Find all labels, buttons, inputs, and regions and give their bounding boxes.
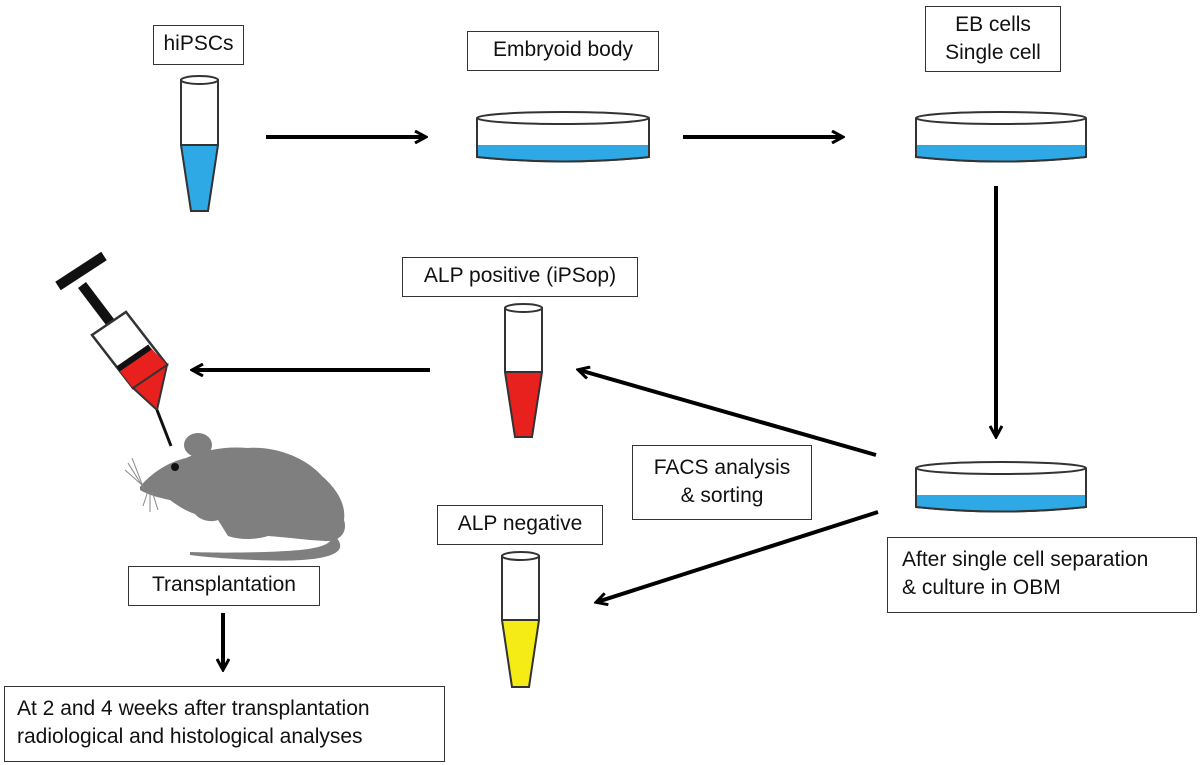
hipscs-tube-icon xyxy=(180,75,219,212)
culture-obm-label: After single cell separation & culture i… xyxy=(887,537,1197,613)
transplantation-label: Transplantation xyxy=(128,566,320,606)
mouse-body xyxy=(140,447,346,542)
embryoid-body-dish-icon xyxy=(476,111,650,163)
hipscs-label: hiPSCs xyxy=(153,25,244,65)
mouse-tail xyxy=(190,532,341,561)
analysis-label: At 2 and 4 weeks after transplantation r… xyxy=(4,686,445,762)
alp-negative-label: ALP negative xyxy=(437,505,603,545)
eb-cells-dish-icon xyxy=(915,111,1087,163)
mouse-icon xyxy=(124,433,346,561)
syringe-plunger-handle xyxy=(55,251,107,291)
syringe-tip xyxy=(131,362,169,412)
syringe-fill xyxy=(118,347,167,388)
mouse-eye xyxy=(171,463,179,471)
mouse-whiskers xyxy=(124,457,159,512)
embryoid-medium xyxy=(478,145,648,161)
flow-arrows xyxy=(193,137,996,669)
embryoid-body-label: Embryoid body xyxy=(467,31,659,71)
alp-positive-label: ALP positive (iPSop) xyxy=(402,257,638,297)
arrow-culture-to-alp-positive xyxy=(579,370,877,457)
arrow-culture-to-alp-negative xyxy=(597,510,879,602)
syringe-needle xyxy=(155,409,173,447)
alp-negative-tube-icon xyxy=(501,551,540,688)
eb-cells-medium xyxy=(917,145,1085,161)
syringe-icon xyxy=(55,251,173,447)
obm-medium xyxy=(917,495,1085,511)
alp-positive-tube-icon xyxy=(504,303,543,438)
facs-label: FACS analysis & sorting xyxy=(632,445,812,520)
obm-culture-dish-icon xyxy=(915,461,1087,513)
eb-cells-label: EB cells Single cell xyxy=(925,6,1061,72)
mouse-ear xyxy=(184,433,212,457)
